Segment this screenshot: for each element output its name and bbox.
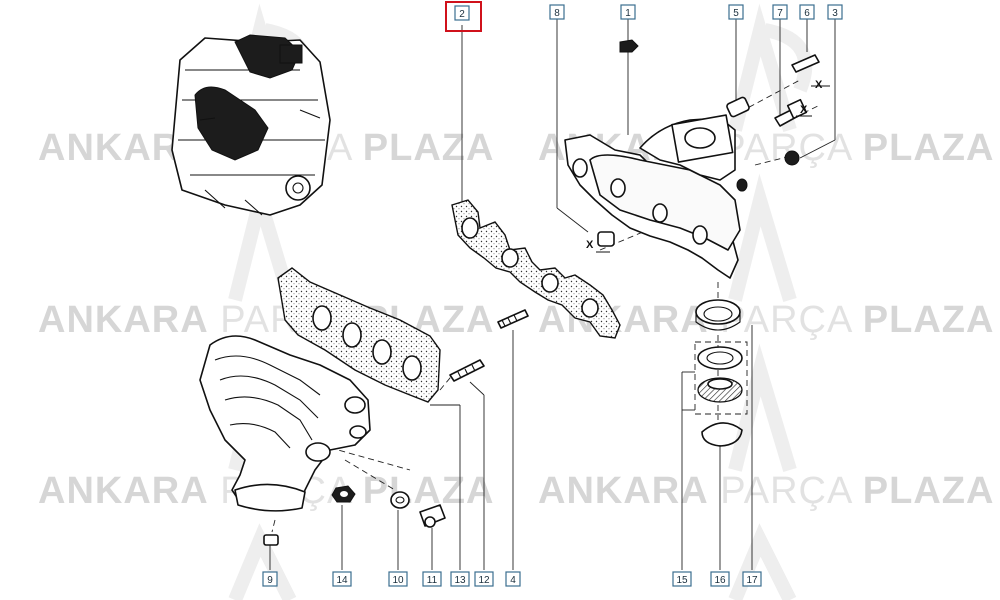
marker-x-stud: X <box>815 79 823 91</box>
svg-text:8: 8 <box>554 8 560 19</box>
svg-text:15: 15 <box>676 575 688 586</box>
exhaust-manifold-lower <box>199 335 371 512</box>
svg-text:17: 17 <box>746 575 758 586</box>
svg-text:7: 7 <box>777 8 783 19</box>
watermark-row2-right: ANKARA PARÇA PLAZA <box>538 299 994 341</box>
svg-text:9: 9 <box>267 575 273 586</box>
stud-part-4 <box>497 309 529 329</box>
small-fasteners-bottom <box>263 485 446 546</box>
leader-lines <box>269 18 836 570</box>
callout-2[interactable]: 2 <box>454 5 470 21</box>
callout-3[interactable]: 3 <box>827 4 843 20</box>
svg-text:16: 16 <box>714 575 726 586</box>
manifold-gasket <box>451 199 621 339</box>
svg-text:2: 2 <box>459 9 465 20</box>
callout-16[interactable]: 16 <box>710 571 730 587</box>
heat-shield-part-13 <box>277 267 441 403</box>
callout-12[interactable]: 12 <box>474 571 494 587</box>
stud-part-12 <box>449 359 485 382</box>
svg-text:14: 14 <box>336 575 348 586</box>
callout-13[interactable]: 13 <box>450 571 470 587</box>
callout-7[interactable]: 7 <box>772 4 788 20</box>
callout-8[interactable]: 8 <box>549 4 565 20</box>
x-markers: X X X <box>586 79 830 253</box>
marker-x-gasket: X <box>586 239 594 251</box>
callout-17[interactable]: 17 <box>742 571 762 587</box>
callout-6[interactable]: 6 <box>799 4 815 20</box>
svg-text:5: 5 <box>733 8 739 19</box>
callout-5[interactable]: 5 <box>728 4 744 20</box>
svg-text:4: 4 <box>510 575 516 586</box>
callout-15[interactable]: 15 <box>672 571 692 587</box>
selected-part-highlight <box>445 1 482 32</box>
small-fasteners-top <box>597 39 820 247</box>
svg-text:12: 12 <box>478 575 490 586</box>
manifold-assembly <box>564 114 748 279</box>
marker-x-bolt: X <box>800 104 808 116</box>
callout-4[interactable]: 4 <box>505 571 521 587</box>
svg-text:3: 3 <box>832 8 838 19</box>
svg-text:11: 11 <box>427 575 438 586</box>
svg-text:1: 1 <box>625 8 631 19</box>
engine-thumbnail <box>171 34 331 216</box>
callout-11[interactable]: 11 <box>422 571 442 587</box>
callout-1[interactable]: 1 <box>620 4 636 20</box>
callout-9[interactable]: 9 <box>262 571 278 587</box>
svg-text:13: 13 <box>454 575 466 586</box>
svg-text:10: 10 <box>392 575 404 586</box>
svg-text:6: 6 <box>804 8 810 19</box>
watermark-row3-right: ANKARA PARÇA PLAZA <box>538 470 994 512</box>
callout-14[interactable]: 14 <box>332 571 352 587</box>
clamp-ring-stack <box>694 299 748 447</box>
callout-10[interactable]: 10 <box>388 571 408 587</box>
callout-labels: 2 8 1 5 7 6 3 9 14 10 11 13 12 4 15 16 1… <box>262 1 843 587</box>
